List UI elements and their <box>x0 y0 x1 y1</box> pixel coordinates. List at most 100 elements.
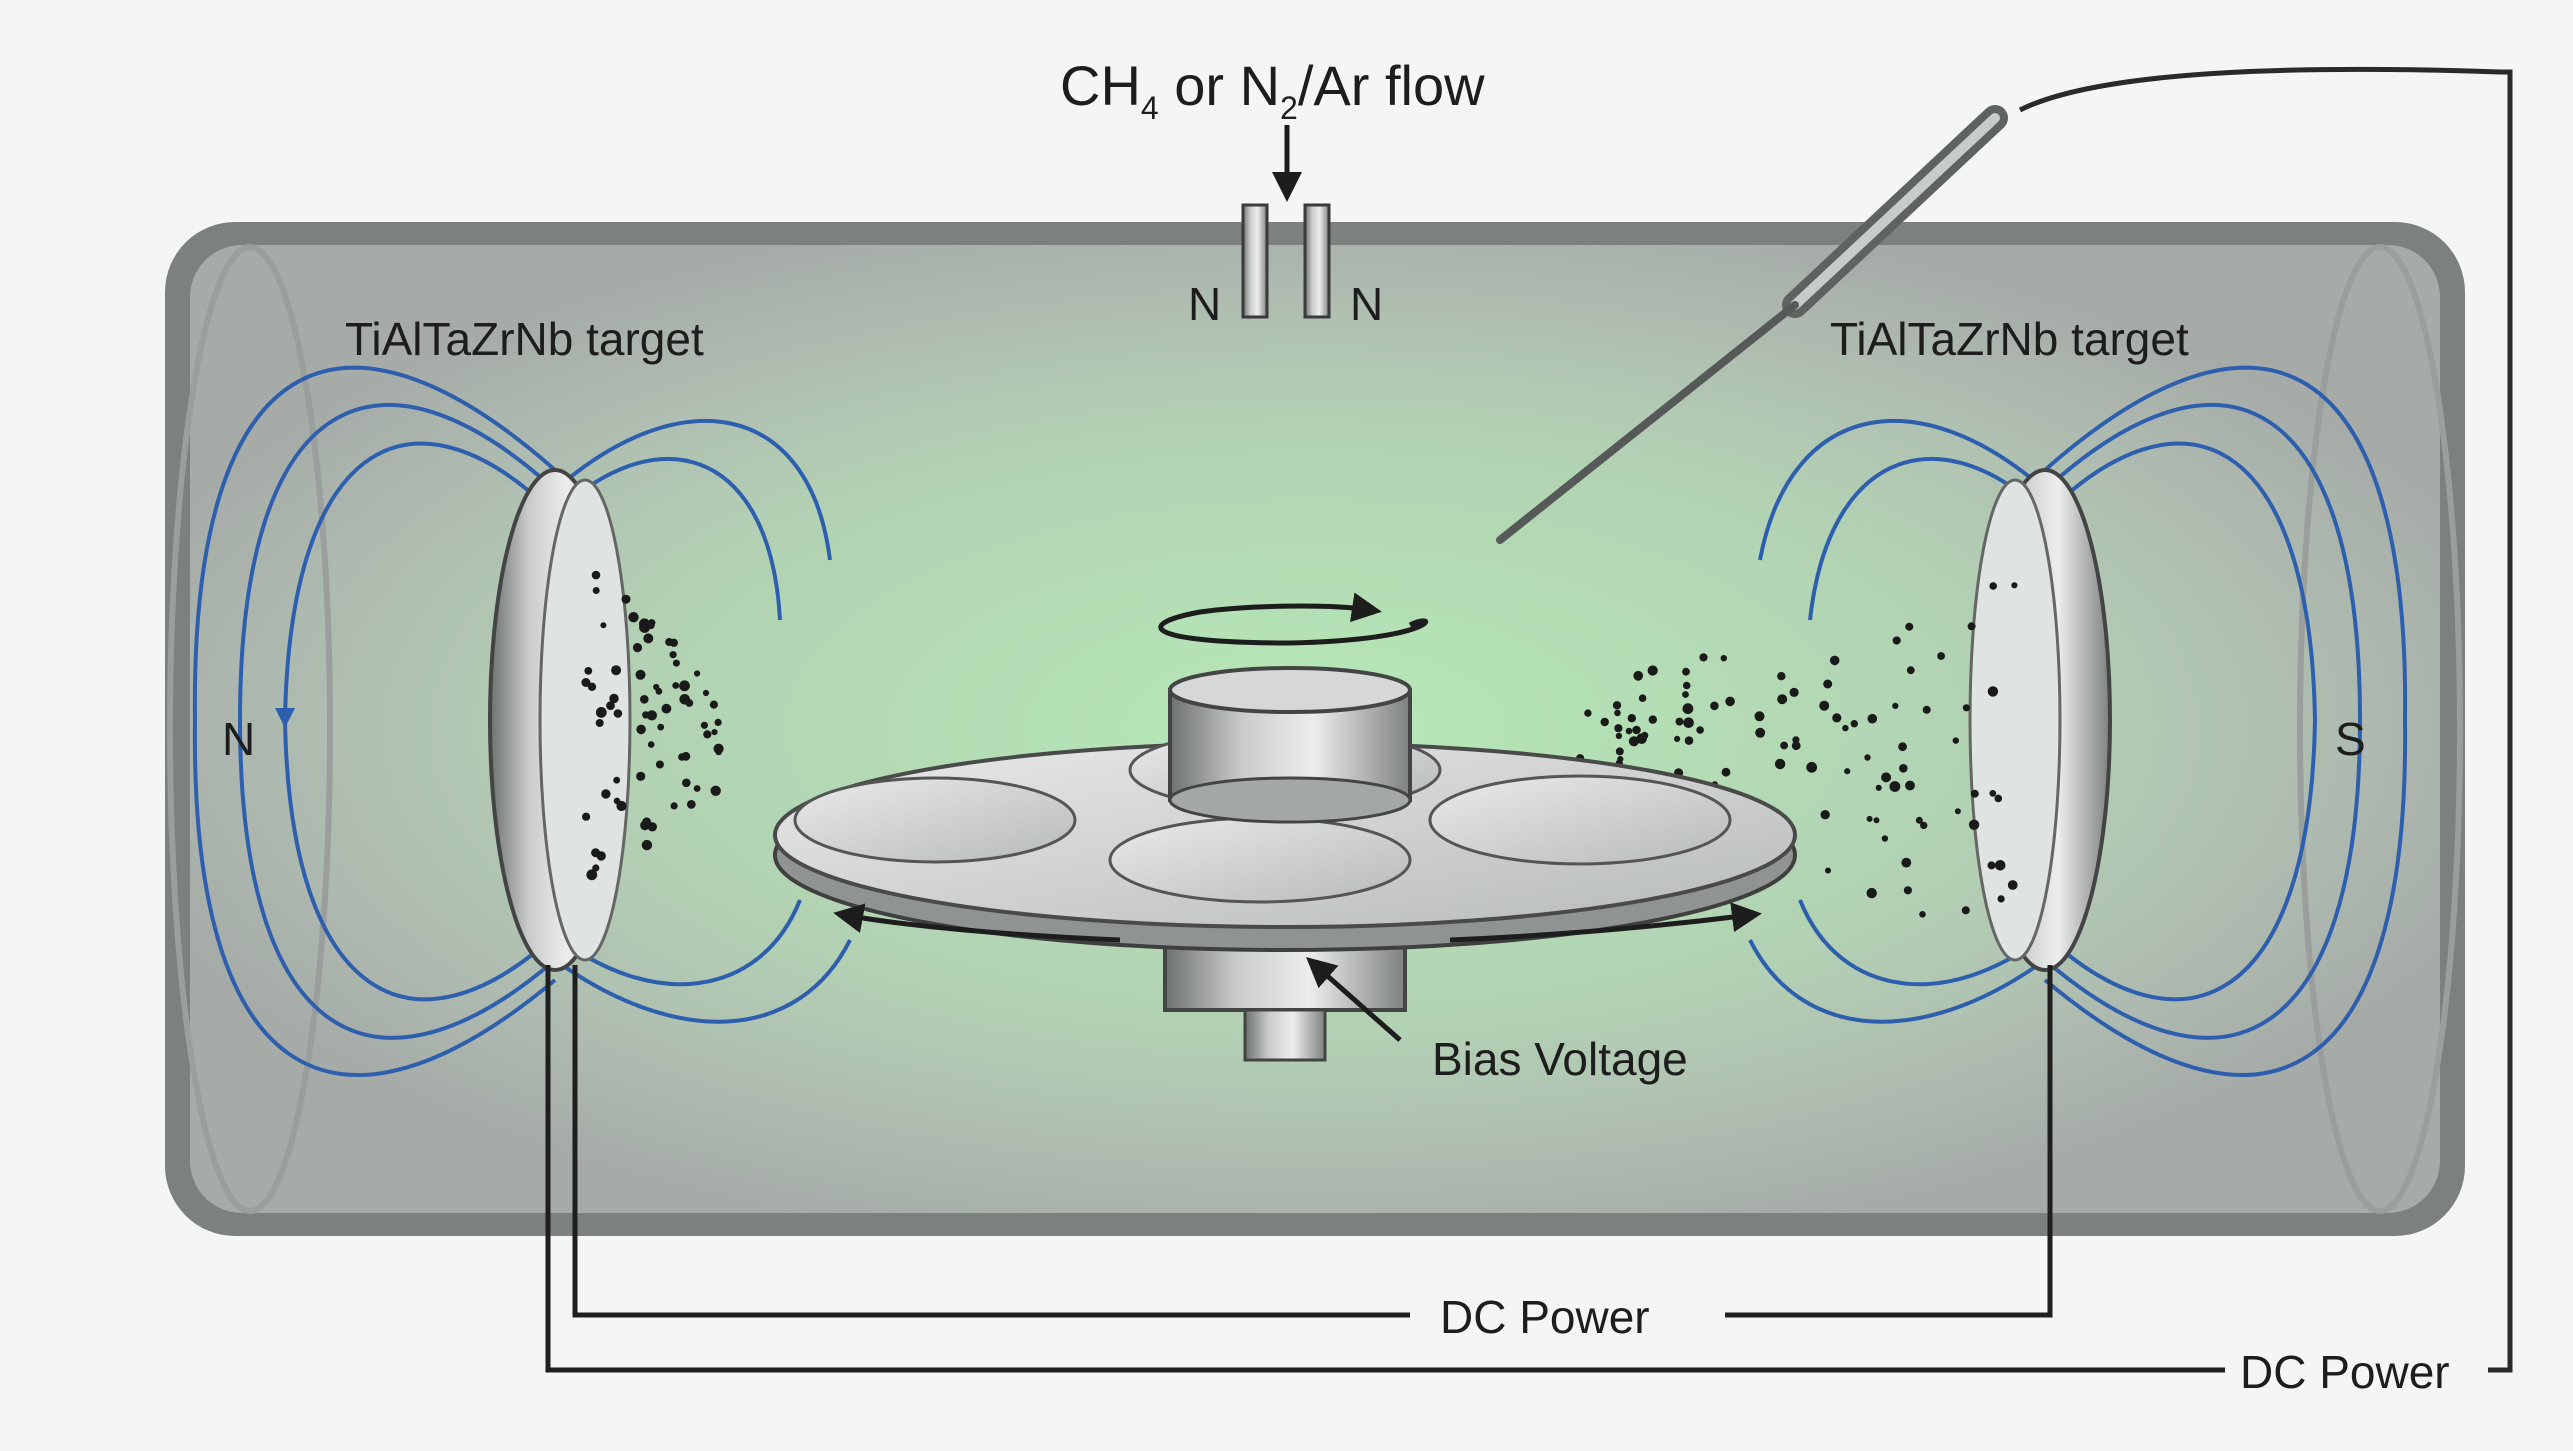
sputtered-particle <box>1614 724 1623 733</box>
sputtered-particle <box>1632 725 1641 735</box>
sputtered-particle <box>669 651 677 659</box>
sputtered-particle <box>1774 758 1786 770</box>
sputtered-particle <box>584 667 593 675</box>
sputtered-particle <box>642 711 650 719</box>
sputtered-particle <box>1612 701 1622 710</box>
sputtered-particle <box>1820 810 1830 820</box>
pole-right-label: S <box>2335 713 2366 765</box>
field-line <box>553 939 852 1024</box>
sputtered-particle <box>646 710 658 721</box>
sputtered-particle <box>609 693 619 704</box>
sputtered-particle <box>672 659 680 667</box>
sputtered-particle <box>1922 705 1931 714</box>
field-line <box>237 403 557 1040</box>
sputtered-particle <box>1989 790 1997 797</box>
sputtered-particle <box>1920 821 1928 830</box>
sputtered-particle <box>702 689 710 697</box>
sputtered-particle <box>1682 691 1689 698</box>
pole-left-label: N <box>222 713 255 765</box>
sputtered-particle <box>1682 667 1690 676</box>
field-line <box>1758 418 2047 561</box>
sputtered-particle <box>1970 789 1979 798</box>
sputtered-particle <box>1961 906 1970 915</box>
rotation-arrows <box>833 592 1762 943</box>
sputtered-particle <box>1600 717 1609 727</box>
field-line <box>192 365 557 1077</box>
sputtered-particle <box>1919 911 1926 918</box>
sputtered-particle <box>1682 681 1691 690</box>
sputtered-particle <box>1901 857 1912 868</box>
sputtered-particle <box>643 633 654 644</box>
sputtered-particle <box>1825 867 1831 874</box>
sputtered-particle <box>1674 735 1681 743</box>
sputtered-particle <box>1967 622 1976 631</box>
substrate-front <box>1108 816 1412 904</box>
field-line <box>1748 939 2047 1024</box>
sputtered-particle <box>1625 727 1633 735</box>
sputtered-particle <box>1633 670 1644 681</box>
sputtered-particle <box>1627 714 1637 723</box>
nozzle-right-wall <box>1303 203 1331 319</box>
sputtered-particle <box>636 771 646 781</box>
sputtered-particle <box>641 839 653 851</box>
sputtered-particle <box>1954 808 1961 815</box>
sputtered-particle <box>595 707 607 718</box>
sputtered-particle <box>1898 742 1907 752</box>
sputtered-particle <box>616 800 627 812</box>
sputtered-particle <box>1994 794 2003 803</box>
sputtered-particle <box>1823 679 1833 689</box>
sputtered-particle <box>647 741 655 748</box>
chamber-left-end <box>167 244 333 1214</box>
sputtered-particle <box>1683 717 1694 728</box>
target-left <box>488 468 632 972</box>
sputtered-particle <box>1789 687 1799 698</box>
sputtered-particle <box>686 800 696 809</box>
sputtered-particle <box>596 851 606 861</box>
sputtered-particle <box>1615 747 1624 756</box>
sputtered-particle <box>1777 672 1786 681</box>
sputtered-particle <box>1892 702 1899 710</box>
sputtered-particle <box>665 638 674 646</box>
field-line <box>2043 403 2363 1040</box>
substrate-holder <box>773 666 1797 1062</box>
sputtered-particle <box>711 729 718 736</box>
field-line <box>553 418 832 561</box>
sputtered-particle <box>653 683 660 691</box>
sputtered-particle <box>679 680 690 692</box>
sputtered-particle <box>606 701 615 711</box>
sputtered-particle <box>595 719 604 727</box>
sputtered-particle <box>1754 711 1765 722</box>
sputtered-particle <box>1905 622 1914 631</box>
sputtered-particle <box>1648 715 1658 724</box>
dc-power-outer-label: DC Power <box>2240 1346 2450 1398</box>
inner-wire-left <box>572 965 1410 1318</box>
sputtered-particle <box>1915 816 1923 824</box>
center-hub-top <box>1168 666 1412 714</box>
sputtered-particle <box>1889 781 1901 792</box>
sputtered-particle <box>1997 895 2005 903</box>
probe-cable <box>2018 66 2513 1373</box>
sputtered-particle <box>592 587 600 594</box>
sputtered-particle <box>1881 772 1892 783</box>
sputtered-particle <box>1866 815 1873 822</box>
sputtered-particle <box>1780 741 1788 750</box>
outer-wire <box>545 965 2225 1373</box>
sputtered-particle <box>582 812 591 821</box>
sputtered-particle <box>1720 655 1728 662</box>
rotation-arrow-left <box>833 903 1121 943</box>
sputtered-particle <box>1866 887 1877 899</box>
sputtered-particle <box>700 721 709 729</box>
sputtered-particle <box>1906 666 1915 675</box>
sputtered-particle <box>661 703 672 714</box>
sputtered-particle <box>693 785 701 792</box>
sputtered-particle <box>1903 886 1912 895</box>
sputtered-particle <box>640 820 650 831</box>
target-right-face <box>1968 478 2062 962</box>
sputtered-particle <box>679 694 690 705</box>
sputtered-particle <box>1617 756 1624 763</box>
sputtered-particle <box>1615 732 1623 740</box>
sputtered-particle <box>657 723 665 731</box>
field-line <box>2043 365 2408 1077</box>
sputtered-particle <box>682 778 691 788</box>
sputtered-particle <box>1684 736 1694 745</box>
